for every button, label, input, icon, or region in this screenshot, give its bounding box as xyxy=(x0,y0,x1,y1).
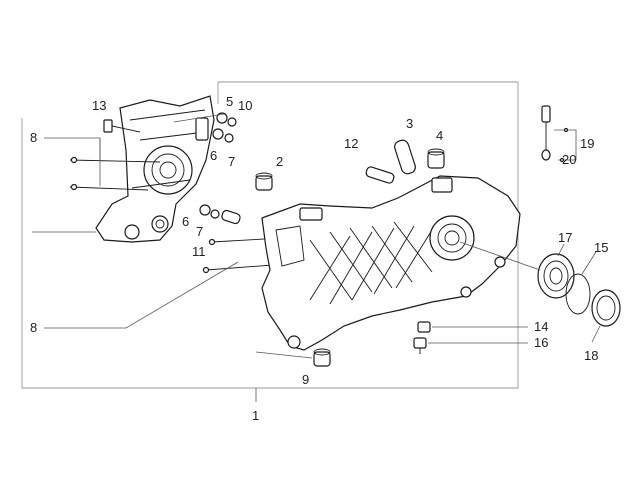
callout-6: 6 xyxy=(210,148,217,163)
callout-17: 17 xyxy=(558,230,572,245)
bearing-17 xyxy=(537,253,575,299)
dipstick-19 xyxy=(541,105,551,161)
callout-8-lower: 8 xyxy=(30,320,37,335)
washers-lower xyxy=(199,204,241,225)
main-crankcase xyxy=(261,175,521,351)
callout-6-lower: 6 xyxy=(182,214,189,229)
callout-8-upper: 8 xyxy=(30,130,37,145)
callout-9: 9 xyxy=(302,372,309,387)
washers-upper xyxy=(212,112,237,143)
callout-14: 14 xyxy=(534,319,548,334)
plug-14 xyxy=(417,321,431,333)
callout-1: 1 xyxy=(252,408,259,423)
callout-labels: 1 2 3 4 5 6 7 8 8 9 10 11 12 13 14 15 16… xyxy=(30,94,608,423)
callout-11: 11 xyxy=(192,244,206,259)
stud-bolts-left xyxy=(69,156,161,191)
bushing-4 xyxy=(427,148,445,169)
callout-16: 16 xyxy=(534,335,548,350)
callout-7-lower: 7 xyxy=(196,224,203,239)
callout-12: 12 xyxy=(344,136,358,151)
circlip-15 xyxy=(565,273,591,315)
bushing-9 xyxy=(313,348,331,367)
callout-13: 13 xyxy=(92,98,106,113)
plug-16 xyxy=(413,337,427,354)
callout-10: 10 xyxy=(238,98,252,113)
callout-2: 2 xyxy=(276,154,283,169)
oil-seal-18 xyxy=(591,289,621,327)
callout-7: 7 xyxy=(228,154,235,169)
callout-18: 18 xyxy=(584,348,598,363)
callout-20: 20 xyxy=(562,152,576,167)
bushing-2 xyxy=(255,172,273,191)
pin-12 xyxy=(365,166,395,184)
callout-5: 5 xyxy=(226,94,233,109)
assembly-bracket xyxy=(21,81,519,402)
dowel-3 xyxy=(394,139,416,175)
bracket-19-20 xyxy=(554,127,577,163)
bolt-13 xyxy=(103,119,141,133)
leader-lines xyxy=(32,113,601,359)
callout-4: 4 xyxy=(436,128,443,143)
callout-19: 19 xyxy=(580,136,594,151)
callout-15: 15 xyxy=(594,240,608,255)
callout-3: 3 xyxy=(406,116,413,131)
left-crankcase-half xyxy=(95,95,215,243)
